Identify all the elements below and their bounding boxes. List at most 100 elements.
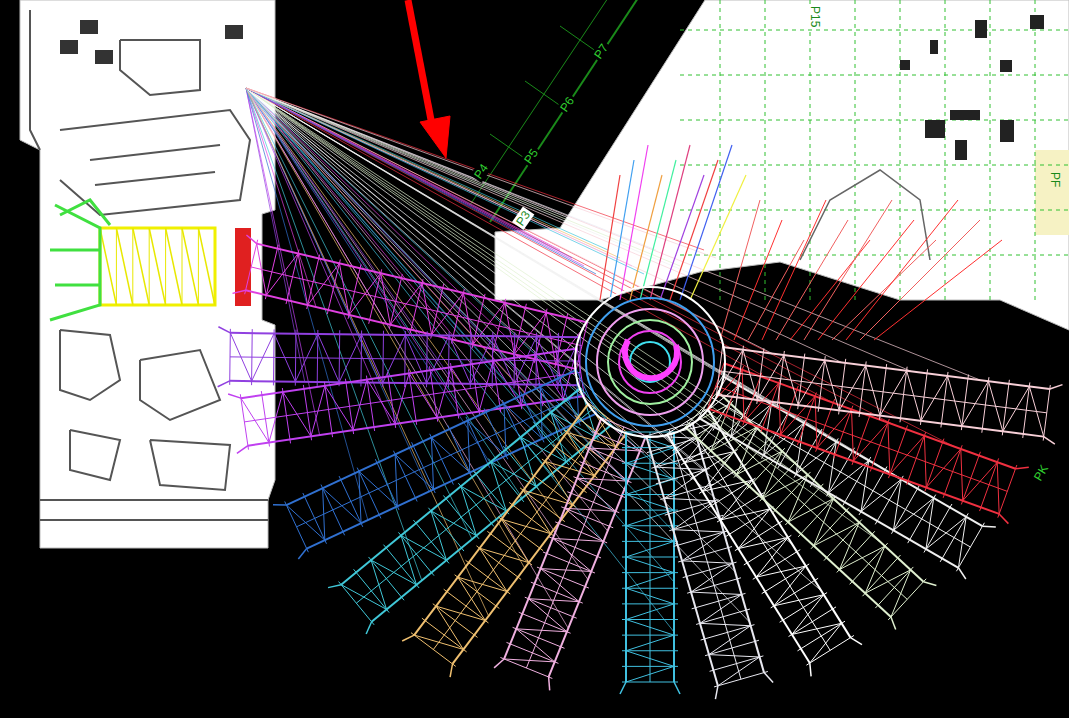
support-frame bbox=[50, 249, 100, 252]
truss-web bbox=[408, 369, 416, 424]
arrow-shaft bbox=[408, 0, 432, 125]
truss-web bbox=[360, 330, 362, 386]
truss-web bbox=[324, 382, 332, 437]
truss-web bbox=[286, 505, 324, 540]
truss-web bbox=[362, 334, 383, 382]
truss-web bbox=[472, 294, 485, 348]
room-outline bbox=[120, 40, 200, 95]
truss-web bbox=[565, 508, 616, 511]
truss-web bbox=[369, 269, 382, 323]
column-block bbox=[1000, 120, 1014, 142]
truss-web bbox=[744, 535, 791, 565]
truss-web bbox=[133, 228, 149, 305]
truss-web bbox=[907, 432, 926, 485]
truss-web bbox=[295, 334, 317, 382]
truss-web bbox=[317, 330, 319, 386]
truss-web bbox=[948, 376, 962, 426]
truss-web bbox=[182, 228, 183, 305]
truss-web bbox=[1029, 386, 1043, 436]
truss-web bbox=[166, 228, 182, 305]
truss-chord bbox=[286, 370, 576, 505]
truss-web bbox=[900, 367, 907, 423]
truss-web bbox=[426, 331, 428, 387]
truss-web bbox=[926, 517, 966, 549]
stay-line bbox=[832, 240, 936, 340]
truss-web bbox=[261, 391, 269, 446]
truss-web bbox=[794, 429, 822, 477]
truss-web bbox=[784, 355, 798, 405]
truss-web bbox=[626, 463, 674, 479]
column-block bbox=[1000, 60, 1012, 72]
truss-web bbox=[797, 392, 816, 445]
truss-web bbox=[531, 473, 576, 507]
truss-web bbox=[626, 526, 674, 542]
truss-web bbox=[656, 468, 710, 483]
grid-line bbox=[855, 0, 856, 300]
truss-web bbox=[561, 507, 613, 528]
truss-web bbox=[451, 363, 459, 418]
truss-web bbox=[516, 629, 554, 662]
truss-web bbox=[907, 371, 921, 421]
truss-segment bbox=[642, 422, 773, 699]
truss-web bbox=[926, 449, 961, 488]
truss-end bbox=[1044, 437, 1055, 444]
room-outline bbox=[60, 330, 120, 400]
truss-web bbox=[541, 569, 579, 602]
truss-web bbox=[891, 485, 919, 533]
truss-chord bbox=[669, 429, 741, 679]
hub-ring bbox=[586, 298, 714, 426]
truss-web bbox=[325, 386, 353, 430]
grid-label: PF bbox=[1048, 170, 1062, 189]
truss-segment bbox=[697, 373, 996, 579]
cable-line bbox=[246, 88, 704, 250]
truss-web bbox=[245, 240, 258, 294]
truss-web bbox=[149, 228, 165, 305]
truss-web bbox=[498, 517, 543, 551]
cable-line bbox=[246, 88, 716, 258]
truss-end bbox=[450, 664, 452, 677]
grid-line bbox=[765, 0, 766, 300]
cable-line bbox=[246, 88, 674, 532]
column-block bbox=[950, 110, 980, 120]
truss-end bbox=[1050, 385, 1063, 389]
truss-web bbox=[682, 561, 733, 563]
cable-line bbox=[246, 88, 528, 358]
truss-web bbox=[700, 594, 742, 623]
truss-web bbox=[747, 448, 785, 489]
truss-web bbox=[859, 361, 866, 417]
cable-line bbox=[246, 88, 680, 266]
grid-line bbox=[990, 0, 991, 300]
truss-web bbox=[622, 619, 678, 620]
truss-web bbox=[230, 333, 251, 381]
truss-web bbox=[622, 541, 678, 542]
mast-line bbox=[630, 175, 662, 300]
cable-line bbox=[246, 88, 692, 274]
arrow-head bbox=[420, 116, 450, 158]
truss-web bbox=[921, 376, 948, 421]
truss-web bbox=[943, 445, 962, 498]
truss-web bbox=[762, 475, 807, 498]
stay-line bbox=[748, 240, 804, 340]
truss-web bbox=[549, 537, 601, 558]
truss-web bbox=[387, 372, 395, 427]
truss-web bbox=[875, 476, 903, 524]
truss-web bbox=[963, 462, 998, 501]
grid-line bbox=[680, 165, 1069, 166]
cable-line bbox=[246, 88, 842, 362]
truss-web bbox=[345, 379, 353, 434]
truss-web bbox=[683, 562, 737, 577]
hub-ring bbox=[597, 309, 703, 415]
support-frame bbox=[55, 284, 100, 287]
truss-web bbox=[622, 525, 678, 526]
stay-line bbox=[804, 200, 892, 340]
cable-line bbox=[246, 88, 792, 544]
truss-web bbox=[433, 604, 478, 638]
truss-web bbox=[859, 467, 887, 515]
truss-chord bbox=[723, 376, 983, 526]
cable-line bbox=[246, 88, 734, 451]
truss-end bbox=[715, 686, 717, 699]
truss-web bbox=[961, 452, 980, 505]
truss-web bbox=[700, 623, 751, 625]
truss-web bbox=[535, 351, 543, 406]
